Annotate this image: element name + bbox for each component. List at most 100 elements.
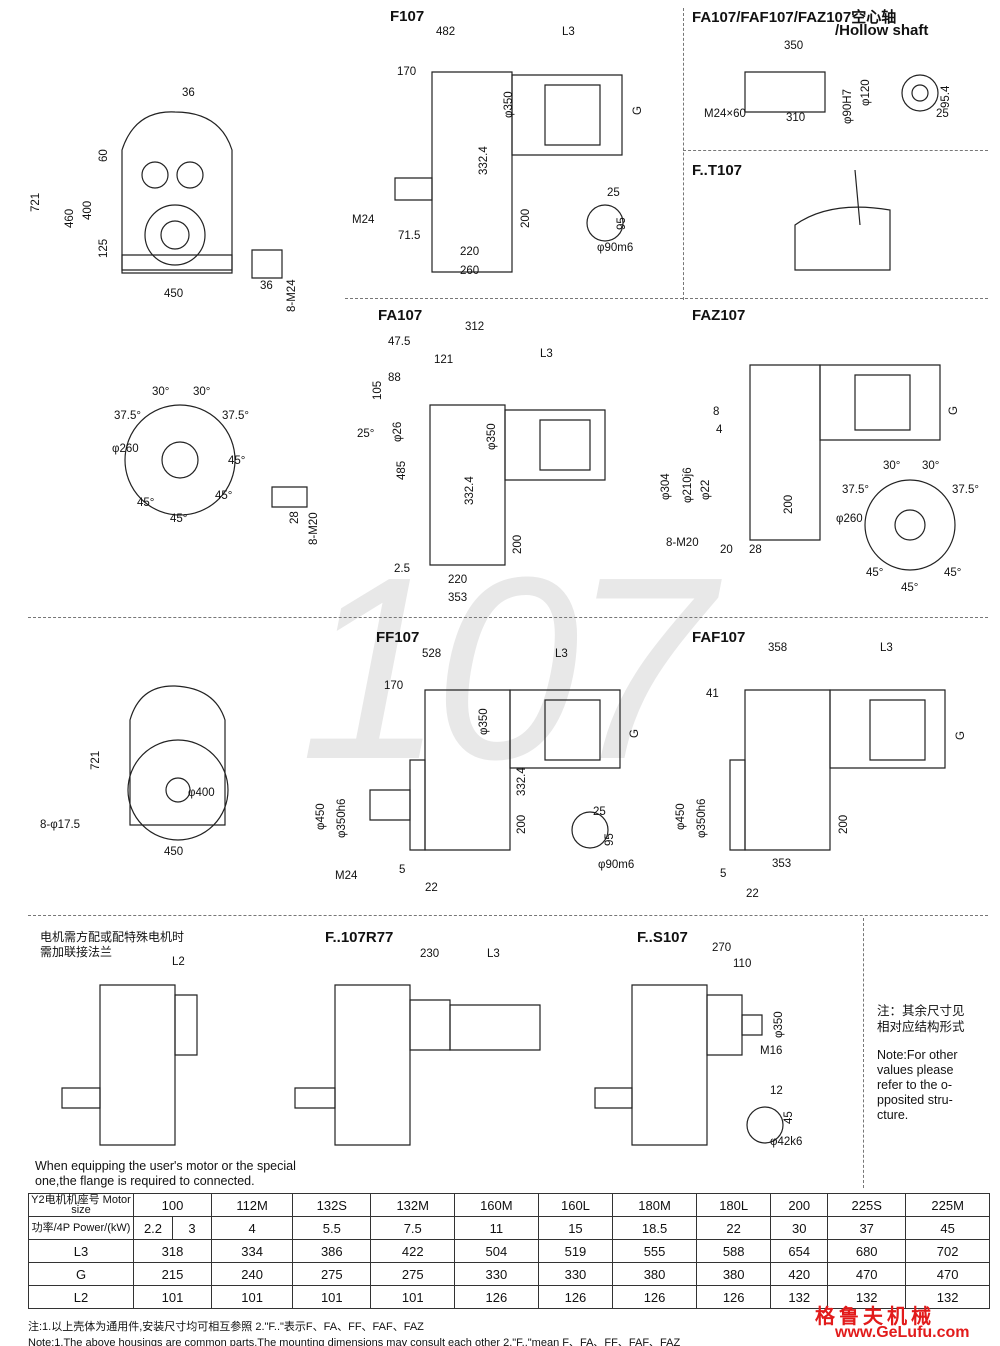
separator (683, 150, 988, 151)
fa107-bolt-detail (272, 487, 307, 507)
table-row: Y2电机机座号 Motor size 100 112M 132S 132M 16… (28, 1193, 990, 1217)
dim: φ26 (392, 421, 404, 442)
dim: 4 (716, 424, 723, 436)
dim: 25° (357, 428, 375, 440)
table-cell: 330 (454, 1262, 539, 1286)
faz107-flange (865, 480, 955, 570)
dim: G (632, 106, 644, 115)
adapter-flange (175, 995, 197, 1055)
f107-front-shaft (161, 221, 189, 249)
r77-shaft (295, 1088, 335, 1108)
row-header-power: 功率/4P Power/(kW) (28, 1216, 134, 1240)
table-cell: 18.5 (612, 1216, 697, 1240)
dim: G (948, 406, 960, 415)
dim: 37.5° (842, 484, 869, 496)
dim: φ90H7 (842, 89, 854, 124)
dim: 60 (98, 149, 110, 162)
separator (683, 8, 684, 300)
ff107-front-flange (128, 740, 228, 840)
table-cell: 225S (827, 1193, 907, 1217)
dim: 25 (607, 187, 620, 199)
dim: 312 (465, 321, 485, 333)
note-en-1: Note:For other (877, 1048, 958, 1062)
separator (28, 915, 988, 916)
f107-side-housing (432, 72, 512, 272)
table-cell: 588 (695, 1239, 772, 1263)
row-header-l3: L3 (28, 1239, 134, 1263)
hollow-title-en: /Hollow shaft (835, 22, 929, 39)
note-en-3: refer to the o- (877, 1078, 953, 1092)
dim: M24 (335, 870, 358, 882)
dim: 110 (733, 958, 752, 970)
fa107-flange (125, 405, 235, 515)
dim: 450 (164, 288, 184, 300)
dim: 47.5 (388, 336, 411, 348)
table-cell: 126 (454, 1285, 539, 1309)
dim: 332.4 (516, 767, 528, 796)
dim: 260 (460, 265, 480, 277)
table-cell: 132 (905, 1285, 990, 1309)
table-cell: 5.5 (292, 1216, 372, 1240)
dim: φ22 (700, 479, 712, 500)
table-cell: 7.5 (370, 1216, 456, 1240)
adapter-shaft (62, 1088, 100, 1108)
dim: 30° (152, 386, 170, 398)
dim: 8-φ17.5 (40, 819, 81, 831)
dim: 721 (30, 192, 42, 212)
table-cell: 101 (133, 1285, 212, 1309)
ft107-title: F..T107 (692, 162, 743, 179)
dim: 353 (448, 592, 468, 604)
adapter-housing (100, 985, 175, 1145)
adapter-note-cn-1: 电机需方配或配特殊电机时 (40, 930, 185, 944)
table-cell: 470 (827, 1262, 907, 1286)
table-row: G 215 240 275 275 330 330 380 380 420 47… (28, 1262, 990, 1286)
dim: 36 (182, 87, 195, 99)
separator (28, 617, 988, 618)
dim: 332.4 (478, 146, 490, 175)
dim: 30° (193, 386, 211, 398)
table-cell: 504 (454, 1239, 539, 1263)
note-cn-2: 相对应结构形式 (877, 1020, 965, 1034)
f107-front-bore (177, 162, 203, 188)
fa107-housing (430, 405, 505, 565)
table-cell: 22 (695, 1216, 772, 1240)
hollow-title: FA107/FAF107/FAZ107空心轴 (692, 9, 897, 26)
table-cell: 422 (370, 1239, 456, 1263)
table-cell: 275 (370, 1262, 456, 1286)
ft107-torque-arm (855, 170, 860, 225)
dim: 95 (616, 217, 628, 230)
dim: 105 (372, 380, 384, 400)
faz107-motor (820, 365, 940, 440)
separator (863, 918, 864, 1188)
table-cell: 318 (133, 1239, 212, 1263)
dim: 332.4 (464, 476, 476, 505)
dim: M24 (352, 214, 375, 226)
dim: φ120 (860, 79, 872, 106)
dim: 450 (164, 846, 184, 858)
dim: 36 (260, 280, 273, 292)
dim: 8-M24 (286, 279, 298, 312)
dim: 45° (901, 582, 919, 594)
ff107-flange-side (410, 760, 425, 850)
dim: L3 (562, 26, 575, 38)
table-cell: 420 (770, 1262, 829, 1286)
dim: φ450 (675, 803, 687, 830)
table-row: L2 101 101 101 101 126 126 126 126 132 1… (28, 1285, 990, 1309)
dim: 30° (922, 460, 940, 472)
table-cell: 101 (370, 1285, 456, 1309)
dim: 41 (706, 688, 719, 700)
dim: 25 (593, 806, 606, 818)
s107-shaft (595, 1088, 632, 1108)
table-cell: 240 (210, 1262, 294, 1286)
dim: 5 (720, 868, 727, 880)
dim: 485 (396, 460, 408, 480)
table-cell: 225M (905, 1193, 990, 1217)
ff107-motor (510, 690, 620, 768)
dim: φ42k6 (770, 1136, 803, 1148)
dim: 28 (749, 544, 762, 556)
dim: 121 (434, 354, 454, 366)
ff107-shaft-section (572, 812, 608, 848)
dim: 71.5 (398, 230, 421, 242)
dim: φ350h6 (336, 798, 348, 838)
ff107-housing (425, 690, 510, 850)
